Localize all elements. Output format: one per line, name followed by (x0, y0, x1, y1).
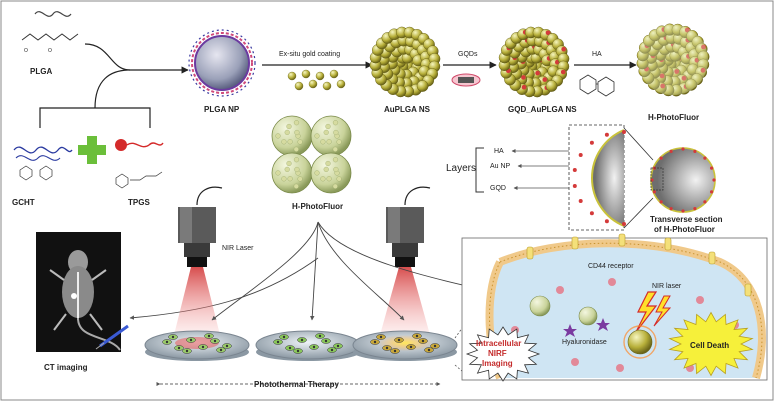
arrow-to-dish-3 (317, 221, 405, 321)
nir-laser-small-label: NIR laser (652, 283, 682, 290)
laser-beam-1 (174, 267, 220, 335)
arrow-plga-to-np (84, 43, 189, 74)
bracket-gcht-tpgs (39, 107, 151, 128)
ha-label: HA (592, 51, 602, 58)
nirf-imaging-burst (465, 326, 541, 382)
layer-ha-label: HA (494, 148, 504, 155)
h-photofluor-cluster (271, 115, 352, 194)
plga-np-label: PLGA NP (204, 105, 240, 114)
lightning-bolt-icon (635, 291, 672, 333)
svg-text:O: O (48, 48, 52, 54)
h-photofluor-final-sphere (636, 23, 710, 97)
h-photofluor-final-label: H-PhotoFluor (648, 113, 699, 122)
photothermal-label: Photothermal Therapy (254, 380, 339, 389)
particle-heated (623, 325, 657, 359)
cell-death-label: Cell Death (690, 341, 729, 350)
gqd-auplga-ns-sphere (498, 26, 570, 98)
plga-polymer-icon: O O (21, 11, 79, 54)
nir-laser-label: NIR Laser (222, 245, 254, 252)
cell-death-burst (668, 311, 754, 377)
particle-in-membrane (529, 295, 551, 317)
layer-au-label: Au NP (490, 163, 511, 170)
layers-label: Layers (446, 163, 476, 174)
intracellular-label-1: Intracellular (476, 339, 521, 348)
gqds-label: GQDs (458, 51, 478, 58)
petri-dish-1 (144, 330, 250, 361)
hyaluronic-acid-structure-icon (579, 74, 615, 97)
petri-dish-3 (352, 330, 458, 361)
nir-laser-device-1 (178, 186, 223, 267)
transverse-section-circle (650, 147, 716, 213)
arrow-to-ct (129, 257, 319, 320)
particle-hyaluronidase (563, 306, 610, 337)
transverse-label-1: Transverse section (650, 215, 723, 224)
syringe-icon (95, 324, 129, 350)
zoom-line-bottom (623, 197, 654, 229)
cd44-label: CD44 receptor (588, 263, 634, 270)
gcht-label: GCHT (12, 198, 35, 207)
laser-beam-2 (380, 267, 430, 335)
plga-label: PLGA (30, 67, 52, 76)
arrow-to-dish-1 (211, 221, 319, 321)
layers-bracket (475, 147, 484, 193)
auplga-ns-sphere (369, 26, 441, 98)
intracellular-label-3: Imaging (482, 359, 513, 368)
hyaluronidase-label: Hyaluronidase (562, 339, 607, 346)
arrow-surfactant-to-np (94, 69, 131, 109)
intracellular-label-2: NIRF (488, 349, 507, 358)
gcht-polymer-icon (13, 146, 73, 181)
tpgs-molecule-icon (115, 139, 164, 189)
transverse-label-2: of H-PhotoFluor (654, 225, 715, 234)
petri-dish-2 (255, 330, 361, 361)
h-photofluor-mid-label: H-PhotoFluor (292, 202, 343, 211)
auplga-ns-label: AuPLGA NS (384, 105, 431, 114)
mouse-ct-icon (49, 250, 121, 351)
cd44-receptors-group (526, 233, 752, 297)
gold-nanoparticles-group (287, 69, 346, 91)
section-half-zoom (572, 129, 626, 227)
nir-laser-device-2 (386, 186, 431, 267)
zoom-line-top (623, 127, 654, 161)
plus-icon (78, 136, 106, 164)
gqd-sheet-icon (451, 73, 481, 87)
arrow-to-dish-2 (310, 221, 319, 321)
plga-np-sphere (188, 29, 256, 97)
tpgs-label: TPGS (128, 198, 150, 207)
layer-gqd-label: GQD (490, 185, 506, 192)
ex-situ-label: Ex-situ gold coating (279, 51, 340, 58)
ct-imaging-label: CT imaging (44, 363, 88, 372)
svg-text:O: O (24, 48, 28, 54)
gqd-auplga-ns-label: GQD_AuPLGA NS (508, 105, 577, 114)
